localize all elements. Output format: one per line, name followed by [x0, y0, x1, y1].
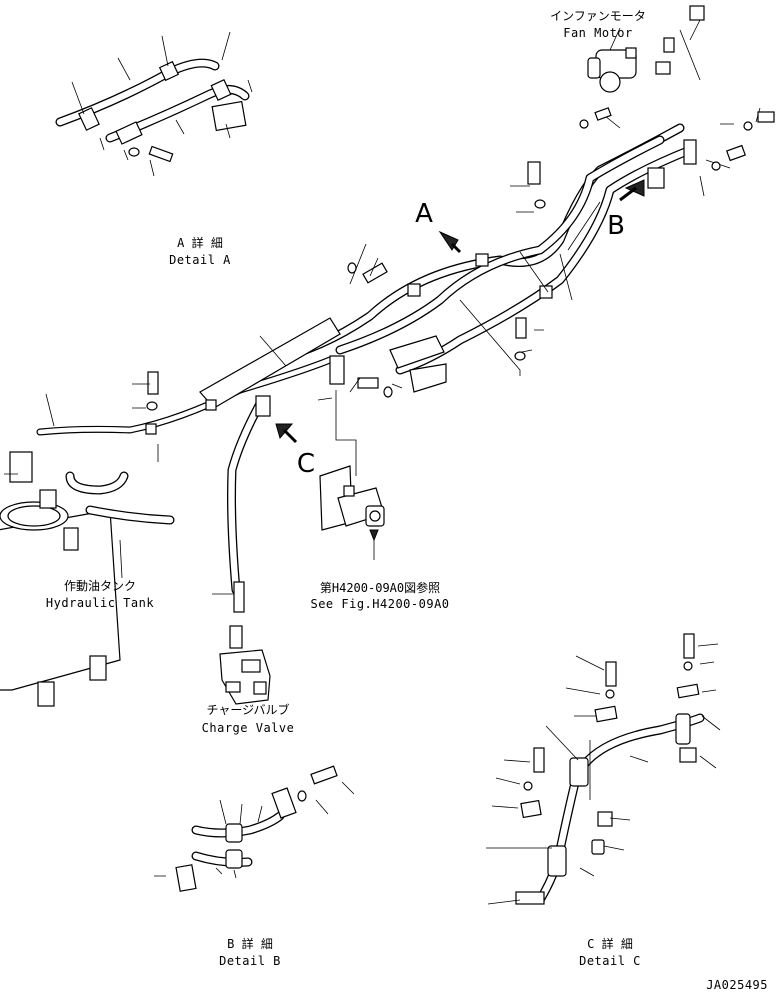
- hydraulic-tank: [0, 451, 175, 707]
- bolt-set-top-right: [527, 107, 775, 209]
- detail-c-drawing: [486, 633, 721, 905]
- hydraulic-tank-label-jp: 作動油タンク: [64, 579, 136, 593]
- charge-valve-label-jp: チャージバルブ: [207, 702, 290, 717]
- detail-b-label-en: Detail B: [219, 954, 281, 968]
- fan-motor-label-en: Fan Motor: [563, 26, 633, 40]
- main-hoses: [36, 123, 697, 613]
- see-fig-label-en: See Fig.H4200-09A0: [310, 597, 449, 611]
- charge-valve-label-en: Charge Valve: [202, 721, 295, 735]
- view-arrow-a: [438, 230, 462, 254]
- view-arrow-b: [619, 179, 645, 202]
- view-arrow-c: [275, 423, 298, 444]
- control-block: [319, 465, 385, 560]
- detail-a-drawing: [55, 31, 253, 177]
- view-letter-b: B: [607, 211, 625, 241]
- drawing-number: JA025495: [706, 978, 768, 992]
- view-letter-a: A: [415, 199, 433, 229]
- detail-c-label-en: Detail C: [579, 954, 641, 968]
- detail-a-label-jp: A 詳 細: [177, 235, 223, 250]
- fan-motor-label-jp: インファンモータ: [550, 9, 646, 23]
- charge-valve: [212, 593, 271, 705]
- detail-c-label-jp: C 詳 細: [587, 936, 633, 951]
- detail-b-drawing: [154, 765, 355, 892]
- detail-a-label-en: Detail A: [169, 253, 231, 267]
- view-letter-c: C: [297, 449, 315, 479]
- detail-b-label-jp: B 詳 細: [227, 936, 273, 951]
- see-fig-label-jp: 第H4200-09A0図参照: [320, 580, 440, 595]
- fan-motor: [587, 5, 761, 197]
- hydraulic-tank-label-en: Hydraulic Tank: [46, 596, 154, 610]
